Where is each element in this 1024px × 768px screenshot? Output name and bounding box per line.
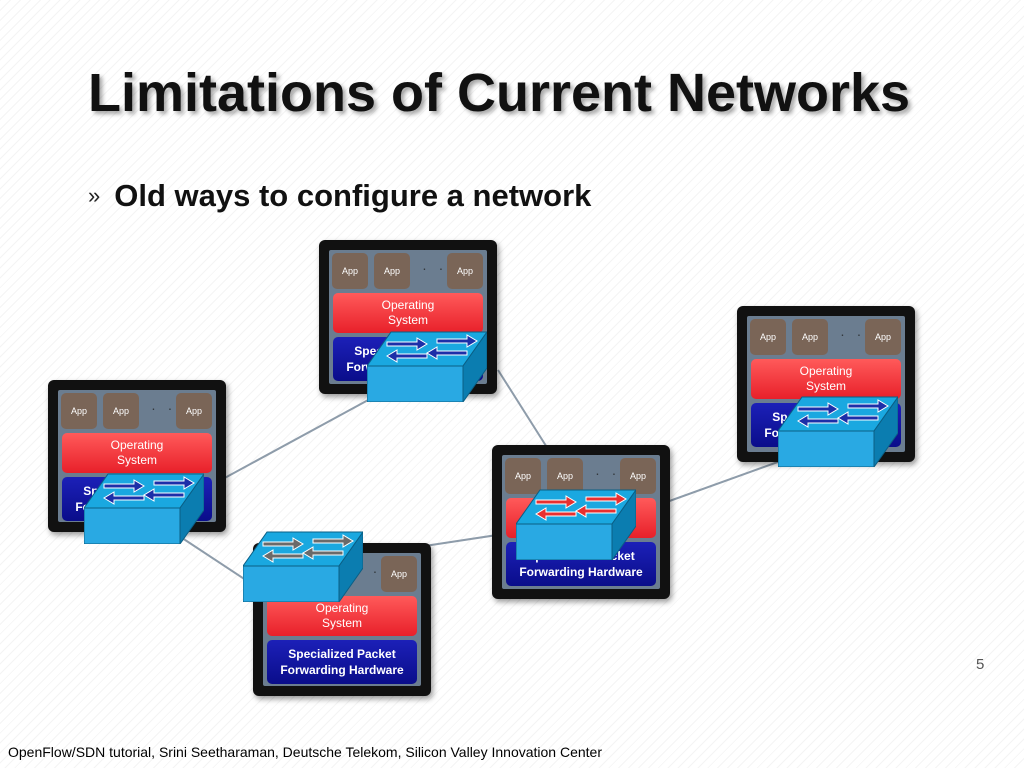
app-box: App xyxy=(374,253,410,289)
operating-system-layer: Operating System xyxy=(62,433,212,473)
network-switch-icon xyxy=(367,331,487,402)
os-label-line2: System xyxy=(805,379,846,393)
os-label-line1: Operating xyxy=(381,298,435,312)
app-box: App xyxy=(865,319,901,355)
bullet-text: Old ways to configure a network xyxy=(114,178,592,213)
footer-text: OpenFlow/SDN tutorial, Srini Seetharaman… xyxy=(8,744,602,760)
os-label-line1: Operating xyxy=(315,601,369,615)
app-layer: App App · · · App xyxy=(750,319,902,355)
network-switch-icon xyxy=(778,396,898,467)
app-layer: App App · · · App xyxy=(61,393,213,429)
operating-system-layer: Operating System xyxy=(333,293,483,333)
hw-label-line2: Forwarding Hardware xyxy=(280,663,404,677)
app-box: App xyxy=(103,393,139,429)
app-box: App xyxy=(505,458,541,494)
os-label-line2: System xyxy=(387,313,428,327)
app-layer: App App · · · App xyxy=(332,253,484,289)
bullet-marker: » xyxy=(88,183,101,208)
app-box: App xyxy=(620,458,656,494)
os-label-line2: System xyxy=(321,616,362,630)
os-label-line1: Operating xyxy=(799,364,853,378)
app-box: App xyxy=(750,319,786,355)
app-box: App xyxy=(61,393,97,429)
os-label-line2: System xyxy=(116,453,157,467)
app-box: App xyxy=(792,319,828,355)
os-label-line1: Operating xyxy=(110,438,164,452)
network-switch-icon xyxy=(84,473,204,544)
app-box: App xyxy=(176,393,212,429)
hw-label-line2: Forwarding Hardware xyxy=(519,565,643,579)
app-box: App xyxy=(547,458,583,494)
app-box: App xyxy=(447,253,483,289)
network-switch-icon xyxy=(243,531,363,602)
bullet-item: » Old ways to configure a network xyxy=(88,178,591,214)
hw-label-line1: Specialized Packet xyxy=(288,647,396,661)
network-switch-icon xyxy=(516,489,636,560)
operating-system-layer: Operating System xyxy=(751,359,901,399)
app-box: App xyxy=(381,556,417,592)
operating-system-layer: Operating System xyxy=(267,596,417,636)
slide-title: Limitations of Current Networks xyxy=(88,63,911,123)
slide-number: 5 xyxy=(976,656,985,673)
hardware-layer: Specialized Packet Forwarding Hardware xyxy=(267,640,417,684)
app-layer: App App · · · App xyxy=(505,458,657,494)
app-box: App xyxy=(332,253,368,289)
